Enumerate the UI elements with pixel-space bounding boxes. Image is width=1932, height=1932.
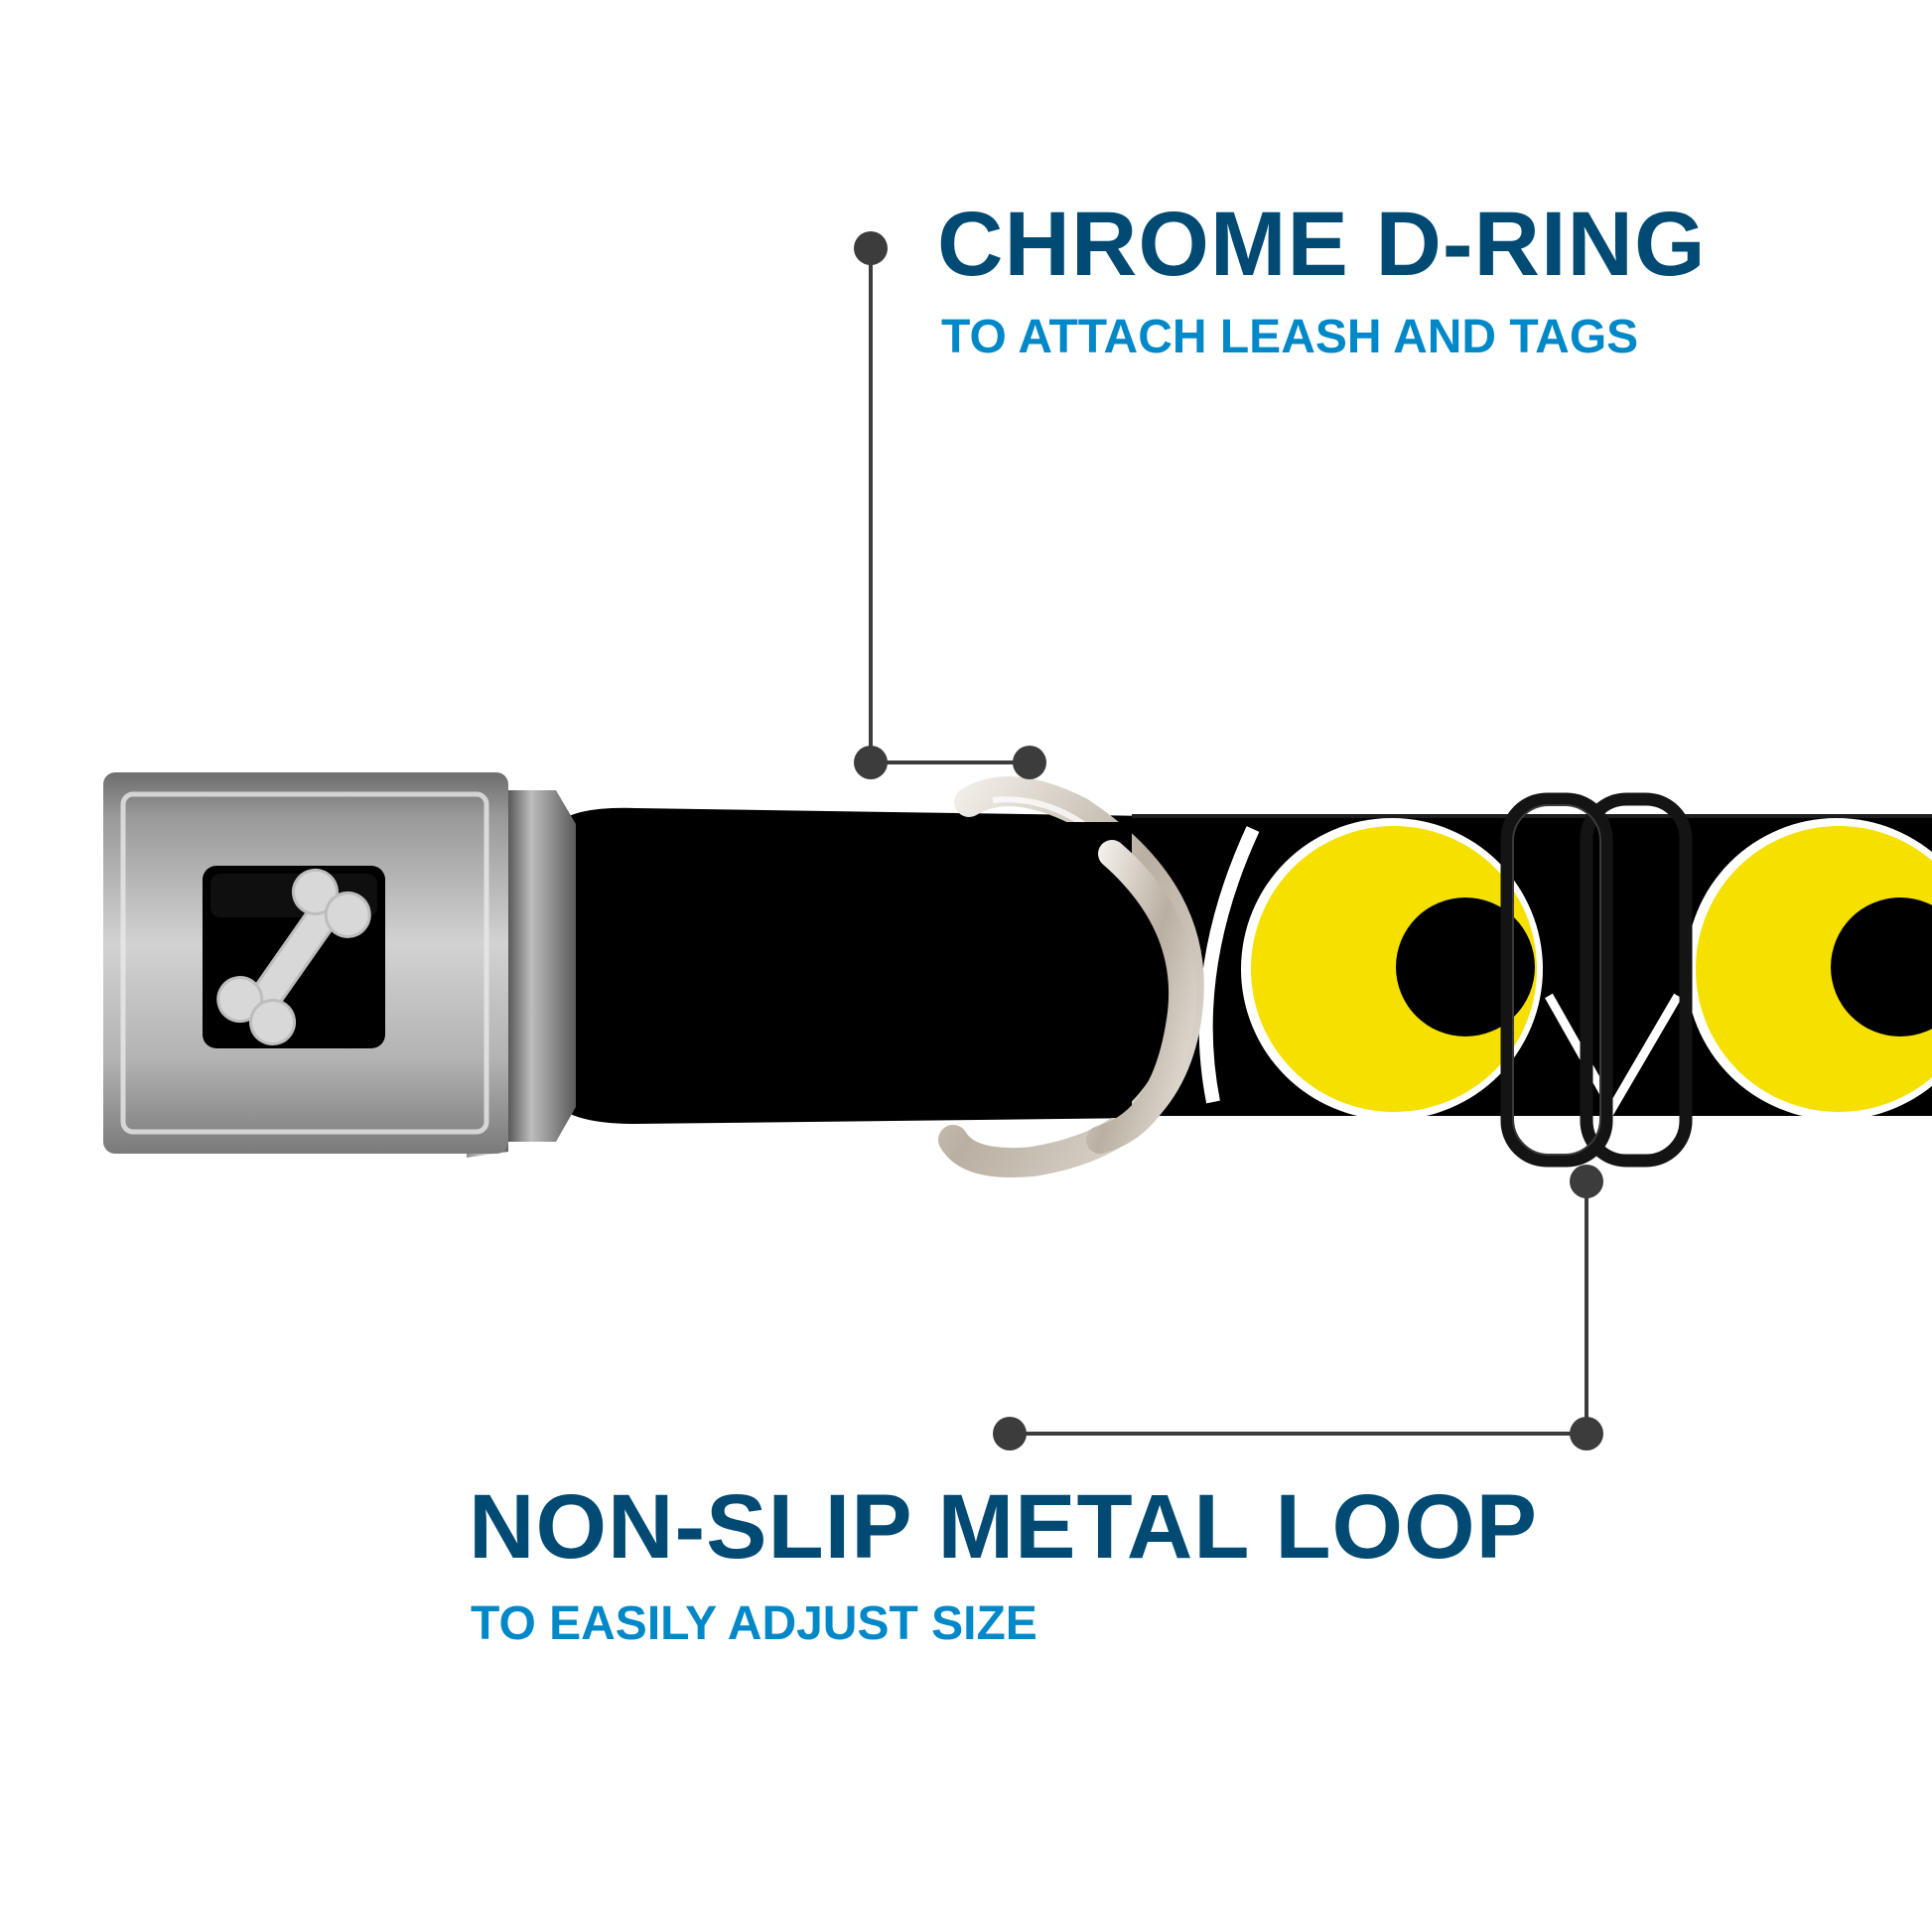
d-ring-front-side	[1086, 840, 1197, 1154]
owl-eye-right	[1686, 818, 1932, 1116]
loop-right-bar	[1580, 792, 1693, 1168]
d-ring-callout-title: CHROME D-RING	[937, 194, 1707, 295]
leader-dot	[854, 746, 888, 779]
seatbelt-buckle	[103, 772, 576, 1158]
d-ring-callout-subtitle: TO ATTACH LEASH AND TAGS	[941, 311, 1639, 363]
dog-bone-icon	[216, 868, 371, 1046]
leader-dot	[993, 1417, 1027, 1450]
d-ring-leader-line	[854, 231, 1046, 779]
metal-loop-callout-title: NON-SLIP METAL LOOP	[469, 1476, 1539, 1578]
leader-dot	[1570, 1417, 1603, 1450]
eye-outline-arc	[1198, 826, 1260, 1104]
loop-left-bar	[1500, 792, 1613, 1168]
buckle-tongue	[501, 790, 576, 1142]
non-slip-metal-loop	[1500, 792, 1693, 1168]
chrome-d-ring	[938, 776, 1204, 1178]
buckle-housing-inset	[120, 791, 489, 1135]
owl-eye-pattern	[1198, 818, 1932, 1116]
metal-loop-leader-line	[993, 1165, 1603, 1450]
leader-dot	[1570, 1165, 1603, 1198]
owl-eye-left	[1241, 818, 1543, 1116]
leader-dot	[854, 231, 888, 265]
strap-edge-highlight	[1132, 814, 1932, 818]
metal-loop-callout-subtitle: TO EASILY ADJUST SIZE	[471, 1597, 1037, 1650]
leader-dot	[1013, 746, 1046, 779]
d-ring-strap-cover	[981, 822, 1132, 1118]
loop-edge-highlight	[1512, 804, 1601, 1156]
